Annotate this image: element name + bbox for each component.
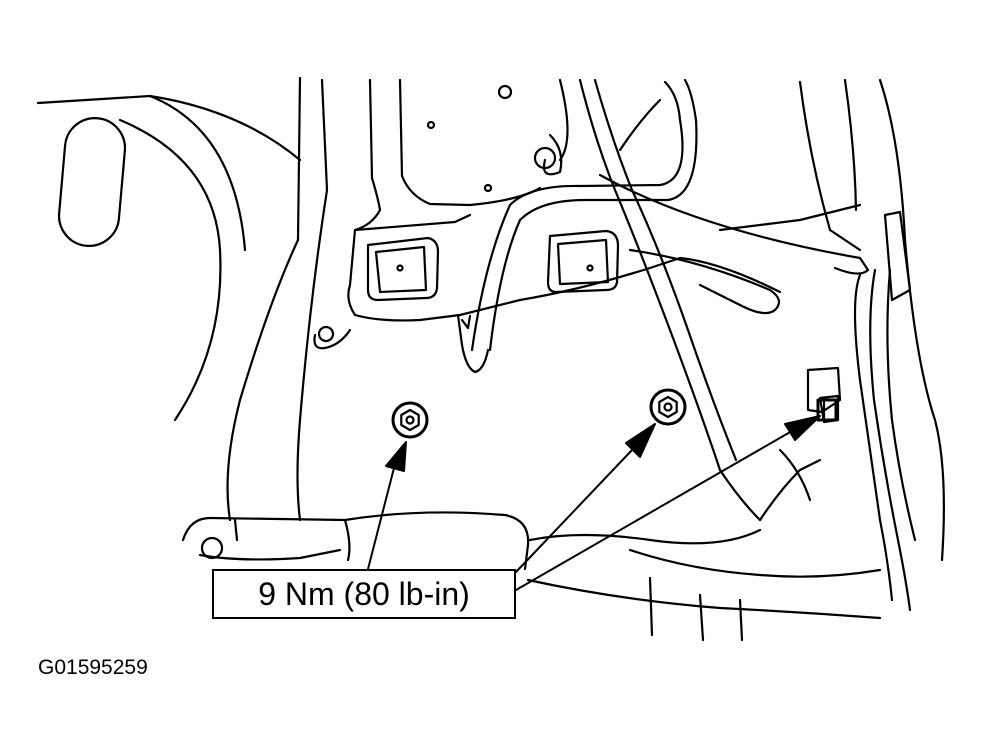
torque-spec-text: 9 Nm (80 lb-in) (258, 575, 470, 612)
upper-bracket (347, 78, 569, 317)
right-panel (718, 78, 945, 612)
right-clip-fastener (816, 398, 838, 422)
pillar-lines (226, 76, 329, 522)
leader-lines (367, 415, 821, 591)
figure-id: G01595259 (38, 656, 148, 679)
torque-callout: 9 Nm (80 lb-in) (212, 569, 516, 619)
recess-pockets (366, 229, 620, 302)
center-nut (649, 388, 687, 426)
wiring-harness (456, 78, 870, 472)
left-nut (391, 401, 429, 439)
mounting-plate (313, 213, 782, 350)
lower-panel (181, 448, 882, 642)
left-body-panel (36, 94, 302, 422)
